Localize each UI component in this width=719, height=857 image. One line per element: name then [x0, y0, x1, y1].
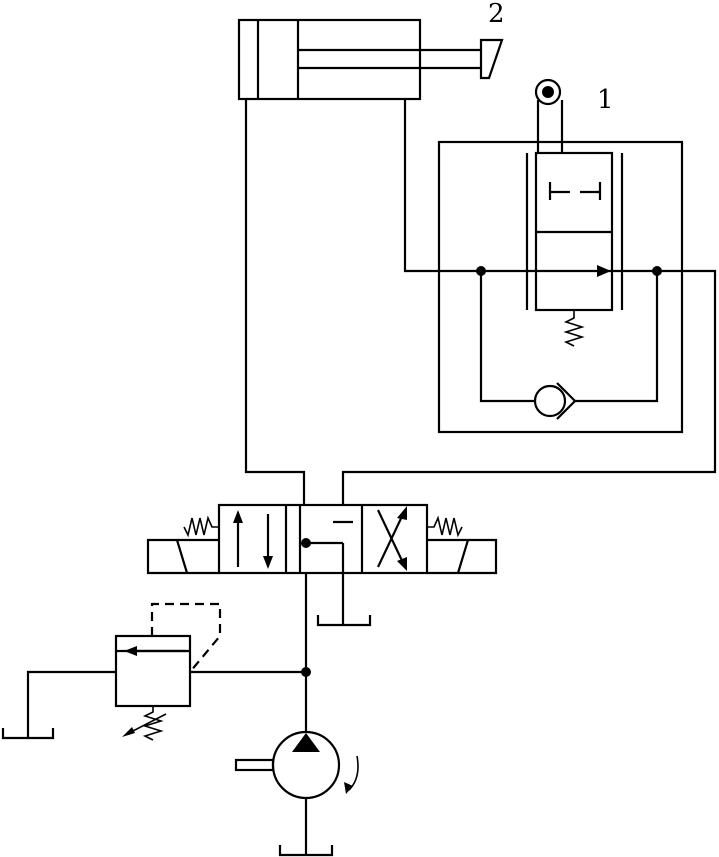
piping — [26, 99, 717, 738]
tank-directional-valve — [316, 615, 372, 627]
directional-control-valve — [146, 503, 498, 575]
tank-relief-valve — [1, 728, 55, 740]
relief-valve — [114, 602, 222, 741]
label-roller-valve: 1 — [597, 85, 614, 115]
hydraulic-cylinder — [237, 18, 504, 101]
label-cylinder: 2 — [488, 0, 505, 29]
hydraulic-pump — [234, 730, 359, 855]
roller-valve-assembly — [437, 78, 684, 434]
